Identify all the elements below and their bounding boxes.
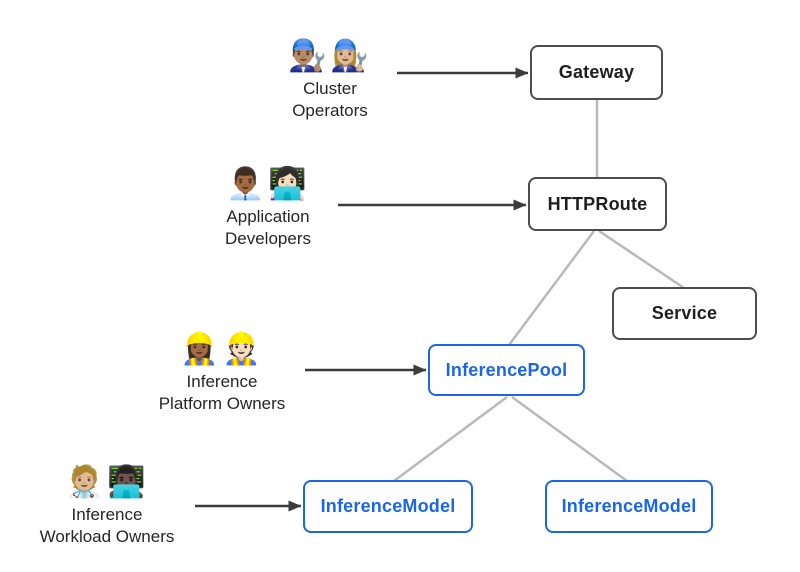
node-httproute: HTTPRoute xyxy=(528,177,667,231)
persona-label-line: Application xyxy=(226,207,310,226)
persona-cluster-operators: 👨🏽‍🔧👩🏼‍🔧 Cluster Operators xyxy=(250,36,410,122)
persona-label-line: Inference xyxy=(186,372,258,391)
persona-label-line: Developers xyxy=(225,229,311,248)
edge-inferencepool-inferencemodel-left xyxy=(393,395,508,483)
node-inferencepool: InferencePool xyxy=(428,344,585,396)
node-inferencemodel-left-label: InferenceModel xyxy=(320,496,456,516)
persona-application-developers: 👨🏾‍💼👩🏻‍💻 Application Developers xyxy=(188,164,348,250)
node-inferencepool-label: InferencePool xyxy=(445,359,568,380)
node-inferencemodel-right: InferenceModel xyxy=(545,480,713,533)
persona-label-line: Platform Owners xyxy=(158,394,286,413)
persona-label-line: Operators xyxy=(292,101,368,120)
node-gateway: Gateway xyxy=(530,45,663,100)
application-developers-icon: 👨🏾‍💼👩🏻‍💻 xyxy=(226,166,310,201)
edge-inferencepool-inferencemodel-right xyxy=(511,395,628,483)
node-inferencemodel-left: InferenceModel xyxy=(303,480,473,533)
persona-label-line: Cluster xyxy=(303,79,357,98)
inference-workload-owners-icon: 🧑🏼‍⚕️👨🏿‍💻 xyxy=(65,464,149,499)
node-service-label: Service xyxy=(651,303,718,323)
inference-platform-owners-icon: 👷🏾‍♀️👷🏻 xyxy=(180,331,264,366)
node-httproute-label: HTTPRoute xyxy=(547,193,648,214)
persona-label-line: Inference xyxy=(71,505,143,524)
edge-httproute-inferencepool xyxy=(507,230,596,346)
node-service: Service xyxy=(612,287,757,340)
edge-httproute-service xyxy=(598,229,685,290)
node-gateway-label: Gateway xyxy=(558,62,635,82)
persona-inference-workload-owners: 🧑🏼‍⚕️👨🏿‍💻 Inference Workload Owners xyxy=(27,462,187,548)
node-inferencemodel-right-label: InferenceModel xyxy=(561,496,697,516)
cluster-operators-icon: 👨🏽‍🔧👩🏼‍🔧 xyxy=(288,38,372,73)
persona-inference-platform-owners: 👷🏾‍♀️👷🏻 Inference Platform Owners xyxy=(142,329,302,415)
persona-label-line: Workload Owners xyxy=(39,527,175,546)
